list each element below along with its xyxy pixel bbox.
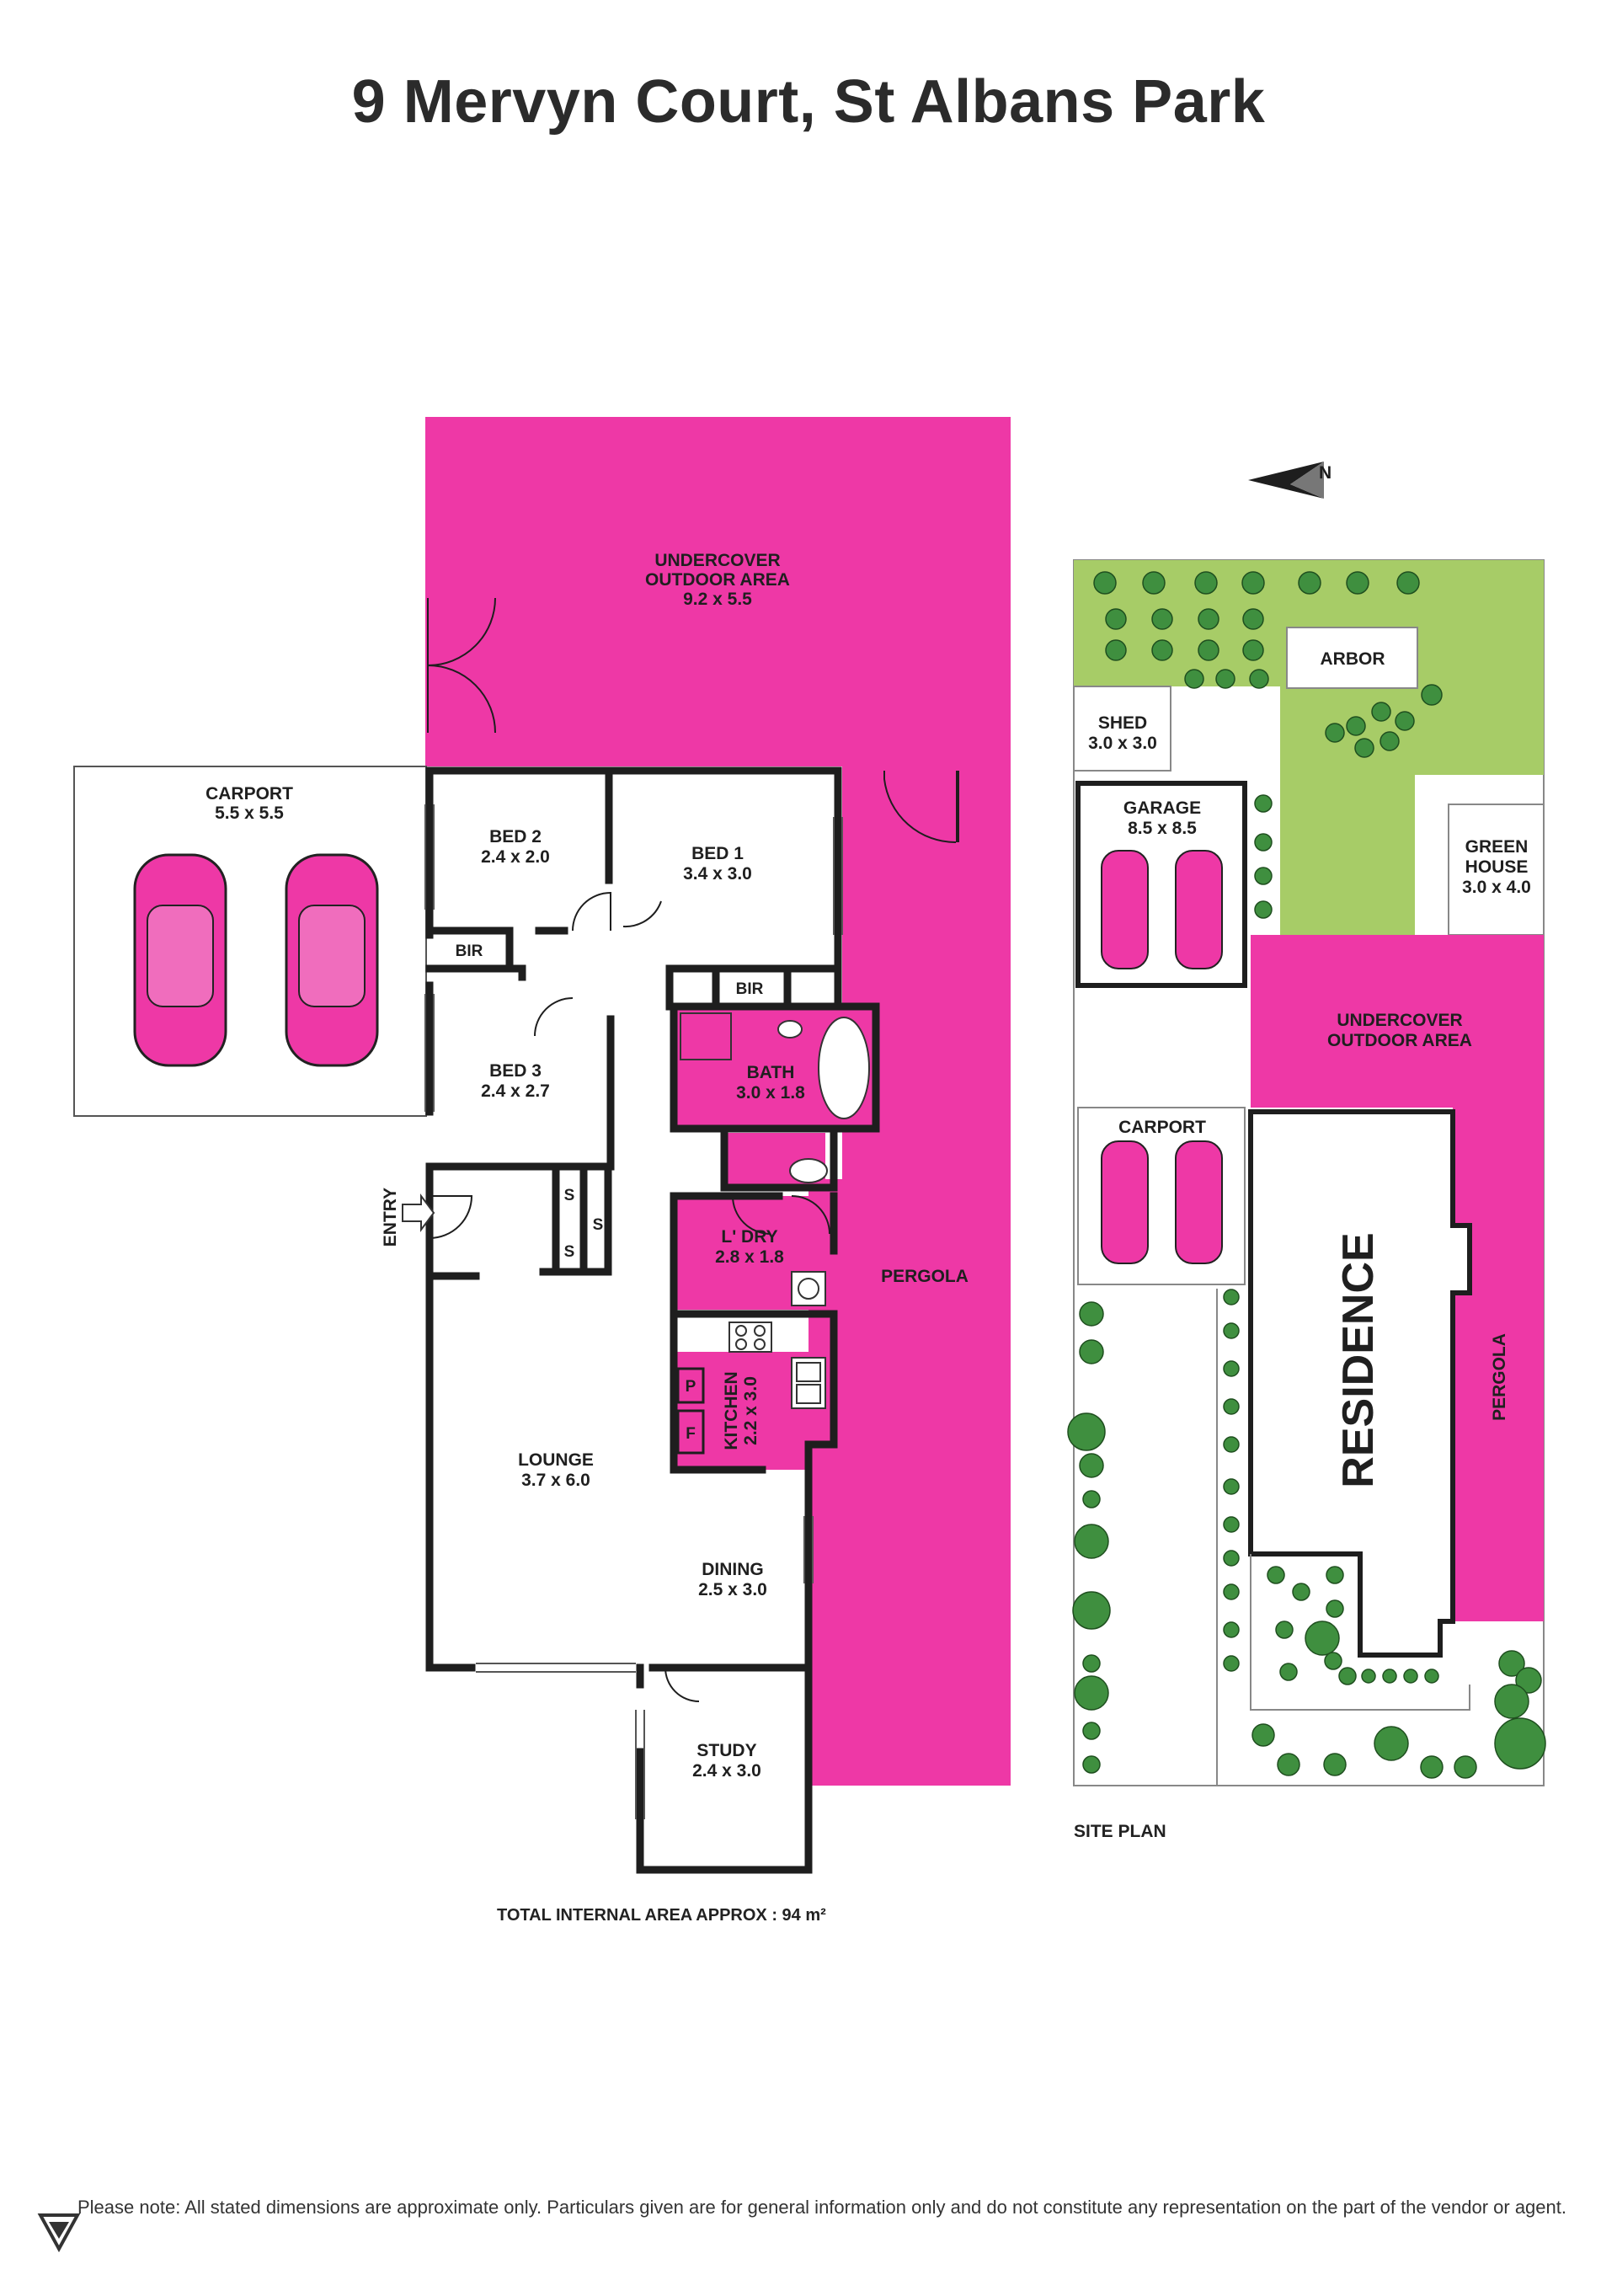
- greenhouse-label-2: HOUSE: [1465, 857, 1529, 877]
- dining-dims: 2.5 x 3.0: [698, 1580, 767, 1599]
- bath-label: BATH: [747, 1063, 795, 1082]
- windows: [424, 804, 843, 1819]
- total-area-text: TOTAL INTERNAL AREA APPROX : 94 m²: [497, 1906, 826, 1925]
- outdoor-door-arc: [427, 597, 496, 667]
- undercover-dims: 9.2 x 5.5: [683, 590, 752, 609]
- site-carport-label: CARPORT: [1118, 1118, 1206, 1137]
- kitchen-label: KITCHEN: [722, 1371, 741, 1450]
- carport-outline: [73, 766, 427, 1117]
- undercover-outdoor-area: [425, 417, 1011, 766]
- compass-north: N: [1319, 463, 1331, 483]
- garage-dims: 8.5 x 8.5: [1128, 819, 1197, 838]
- entry-label: ENTRY: [381, 1188, 400, 1247]
- bed1-dims: 3.4 x 3.0: [683, 864, 752, 884]
- site-undercover-label-2: OUTDOOR AREA: [1327, 1031, 1472, 1050]
- study-label: STUDY: [696, 1741, 756, 1760]
- kitchen-dims: 2.2 x 3.0: [741, 1376, 760, 1445]
- residence-label: RESIDENCE: [1334, 1232, 1383, 1487]
- residence-outline: [1248, 1109, 1472, 1658]
- bed2-dims: 2.4 x 2.0: [481, 847, 550, 867]
- store-label-3: S: [564, 1243, 575, 1261]
- pergola-label: PERGOLA: [881, 1267, 969, 1286]
- carport-label: CARPORT: [205, 784, 293, 804]
- lounge-label: LOUNGE: [518, 1450, 594, 1470]
- dining-label: DINING: [702, 1560, 764, 1579]
- disclaimer-text: Please note: All stated dimensions are a…: [77, 2197, 1566, 2218]
- pantry-box: [676, 1367, 705, 1404]
- bir-label-1: BIR: [456, 942, 483, 960]
- site-pergola-label: PERGOLA: [1490, 1333, 1509, 1421]
- site-plan: [1067, 559, 1546, 1786]
- door-swings: [429, 891, 830, 1702]
- laundry-label: L' DRY: [721, 1227, 777, 1247]
- fridge-box: [676, 1409, 705, 1455]
- shed-dims: 3.0 x 3.0: [1088, 734, 1157, 753]
- pergola-area: [842, 766, 1011, 1786]
- laundry-dims: 2.8 x 1.8: [715, 1247, 784, 1267]
- greenhouse-dims: 3.0 x 4.0: [1462, 878, 1531, 897]
- bed3-label: BED 3: [489, 1061, 542, 1081]
- page-title: 9 Mervyn Court, St Albans Park: [351, 68, 1266, 136]
- tree-icons: [1067, 571, 1546, 1779]
- entry-arrow: [402, 1193, 435, 1232]
- carport-cars: [133, 853, 379, 1067]
- site-plan-label: SITE PLAN: [1074, 1822, 1166, 1841]
- bir-label-2: BIR: [736, 980, 764, 998]
- arbor-label: ARBOR: [1321, 649, 1385, 669]
- bed2-label: BED 2: [489, 827, 542, 846]
- fridge-label: F: [686, 1425, 696, 1443]
- store-label-2: S: [593, 1216, 604, 1234]
- outdoor-door-arc-2: [427, 664, 496, 734]
- carport-dims: 5.5 x 5.5: [215, 804, 284, 823]
- pergola-door-arc: [883, 771, 957, 844]
- undercover-label: UNDERCOVER: [654, 551, 780, 570]
- lounge-dims: 3.7 x 6.0: [521, 1471, 590, 1490]
- logo-icon: [37, 2213, 81, 2253]
- pantry-label: P: [686, 1378, 696, 1396]
- bed1-label: BED 1: [691, 844, 744, 863]
- bed3-dims: 2.4 x 2.7: [481, 1081, 550, 1101]
- study-dims: 2.4 x 3.0: [692, 1761, 761, 1781]
- store-label-1: S: [564, 1187, 575, 1204]
- walls: [425, 766, 880, 1874]
- greenhouse-label: GREEN: [1465, 837, 1529, 857]
- site-undercover-label: UNDERCOVER: [1337, 1011, 1462, 1030]
- lawn-area: [1074, 560, 1544, 935]
- undercover-label-2: OUTDOOR AREA: [645, 570, 790, 590]
- fixtures: [680, 1012, 870, 1409]
- shed-label: SHED: [1098, 713, 1147, 733]
- garage-label: GARAGE: [1123, 798, 1201, 818]
- bath-dims: 3.0 x 1.8: [736, 1083, 805, 1103]
- compass-icon: N: [1248, 462, 1331, 499]
